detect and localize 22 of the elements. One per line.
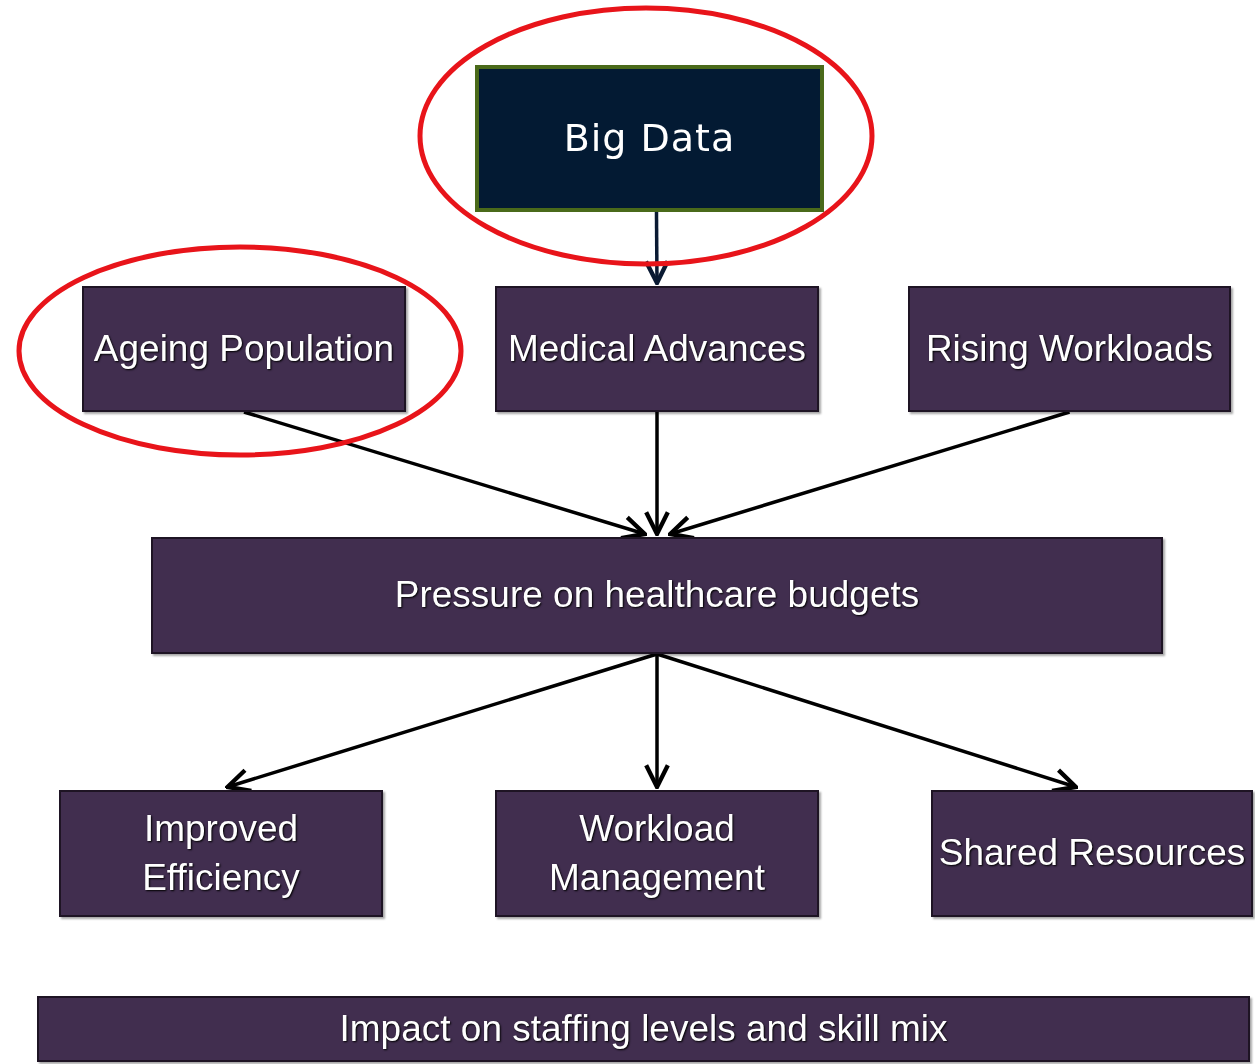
box-label: Shared Resources (938, 831, 1246, 876)
process-box (37, 996, 1250, 1062)
process-box (495, 286, 819, 412)
box-label: Rising Workloads (925, 326, 1214, 371)
process-box (151, 537, 1163, 654)
box-label: Medical Advances (507, 326, 807, 371)
arrow (643, 212, 670, 286)
process-box (82, 286, 406, 412)
process-box (475, 65, 824, 212)
box-label: Improved Efficiency (141, 807, 301, 900)
box-label: Big Data (563, 114, 736, 162)
process-box (908, 286, 1231, 412)
arrow (644, 654, 670, 790)
arrow (656, 652, 1079, 793)
process-box (931, 790, 1253, 917)
process-box (495, 790, 819, 917)
box-label: Workload Management (548, 807, 766, 900)
arrow (644, 412, 670, 537)
process-box (59, 790, 383, 917)
box-label: Impact on staffing levels and skill mix (339, 1006, 948, 1051)
box-label: Pressure on healthcare budgets (394, 573, 920, 618)
box-label: Ageing Population (93, 326, 395, 371)
